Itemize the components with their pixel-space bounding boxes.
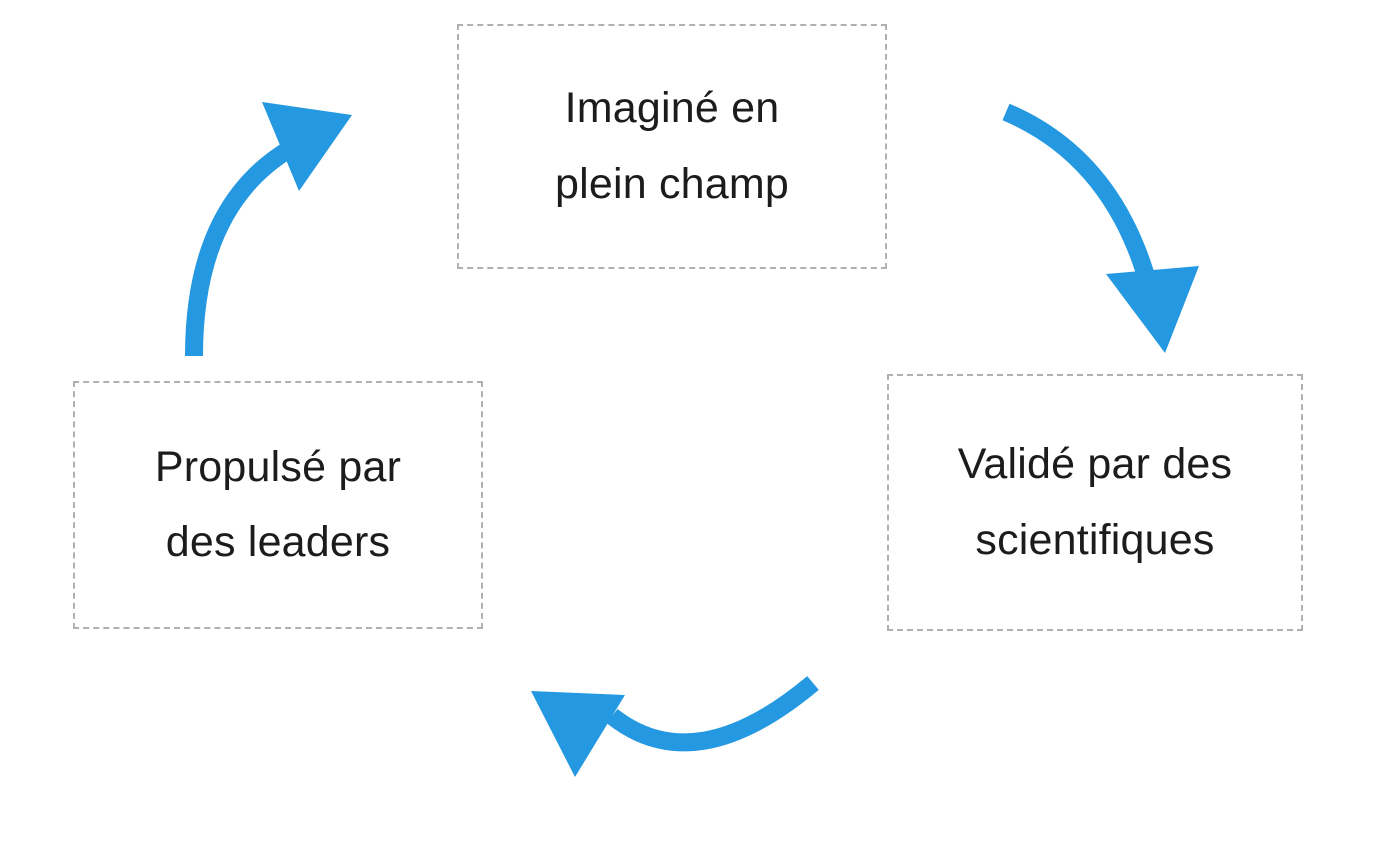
curved-arrow-left-to-top-icon bbox=[185, 102, 352, 357]
curved-arrow-right-to-left-head bbox=[531, 691, 625, 777]
step-box-propulse: Propulsé par des leaders bbox=[73, 381, 483, 629]
step-label-line: plein champ bbox=[554, 159, 790, 208]
curved-arrow-left-to-top-head bbox=[262, 102, 352, 191]
curved-arrow-left-to-top-shaft bbox=[185, 142, 293, 357]
step-box-imagine: Imaginé en plein champ bbox=[457, 24, 887, 269]
step-label-line: Validé par des bbox=[957, 440, 1233, 489]
step-label-line: des leaders bbox=[165, 518, 391, 566]
curved-arrow-top-to-right-shaft bbox=[1002, 103, 1159, 293]
step-box-valide: Validé par des scientifiques bbox=[887, 374, 1303, 631]
curved-arrow-top-to-right-icon bbox=[1002, 103, 1199, 353]
curved-arrow-right-to-left-shaft bbox=[606, 676, 819, 752]
step-label-line: Propulsé par bbox=[154, 442, 402, 491]
step-label-line: scientifiques bbox=[975, 515, 1215, 564]
curved-arrow-top-to-right-head bbox=[1106, 266, 1199, 353]
curved-arrow-right-to-left-icon bbox=[531, 676, 819, 777]
step-label-line: Imaginé en bbox=[564, 84, 780, 133]
